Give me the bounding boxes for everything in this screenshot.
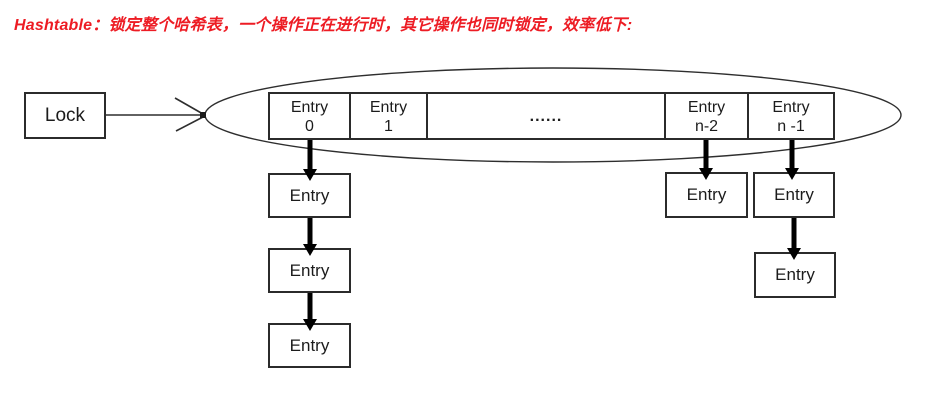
down-arrow xyxy=(785,140,799,180)
chain-entry-label: Entry xyxy=(774,185,814,204)
chain-entry-label: Entry xyxy=(686,185,727,204)
chain-entry-label: Entry xyxy=(775,265,815,284)
bucket-cell-ellipsis: ...... xyxy=(426,92,666,140)
chain-entry-box: Entry xyxy=(268,323,351,368)
bucket-cell-index: 0 xyxy=(305,117,314,135)
down-arrow xyxy=(787,218,801,260)
ellipsis-dots: ...... xyxy=(529,108,563,125)
bucket-cell-index: 1 xyxy=(384,117,393,135)
bucket-cell-label: Entry xyxy=(772,98,810,116)
bucket-cell-entry-n2: Entry n-2 xyxy=(664,92,749,140)
chain-entry-label: Entry xyxy=(289,335,330,355)
down-arrow xyxy=(303,293,317,331)
chain-entry-label: Entry xyxy=(289,185,330,205)
down-arrow xyxy=(303,218,317,256)
chain-entry-label: Entry xyxy=(289,260,330,280)
bucket-cell-entry-0: Entry 0 xyxy=(268,92,351,140)
lock-label: Lock xyxy=(44,104,86,126)
bucket-cell-index: n -1 xyxy=(777,117,805,135)
down-arrow xyxy=(303,140,317,181)
down-arrow xyxy=(699,140,713,180)
chain-entry-box: Entry xyxy=(753,172,835,218)
bucket-cell-label: Entry xyxy=(687,98,726,116)
bucket-cell-entry-n1: Entry n -1 xyxy=(747,92,835,140)
bucket-cell-entry-1: Entry 1 xyxy=(349,92,428,140)
bucket-cell-label: Entry xyxy=(369,98,408,116)
chain-entry-box: Entry xyxy=(665,172,748,218)
bucket-cell-label: Entry xyxy=(290,98,329,116)
lock-pointer-arrow xyxy=(106,97,206,132)
lock-box: Lock xyxy=(24,92,106,139)
bucket-cell-index: n-2 xyxy=(694,117,719,135)
chain-entry-box: Entry xyxy=(754,252,836,298)
diagram-title: Hashtable：锁定整个哈希表，一个操作正在进行时，其它操作也同时锁定，效率… xyxy=(14,17,633,34)
